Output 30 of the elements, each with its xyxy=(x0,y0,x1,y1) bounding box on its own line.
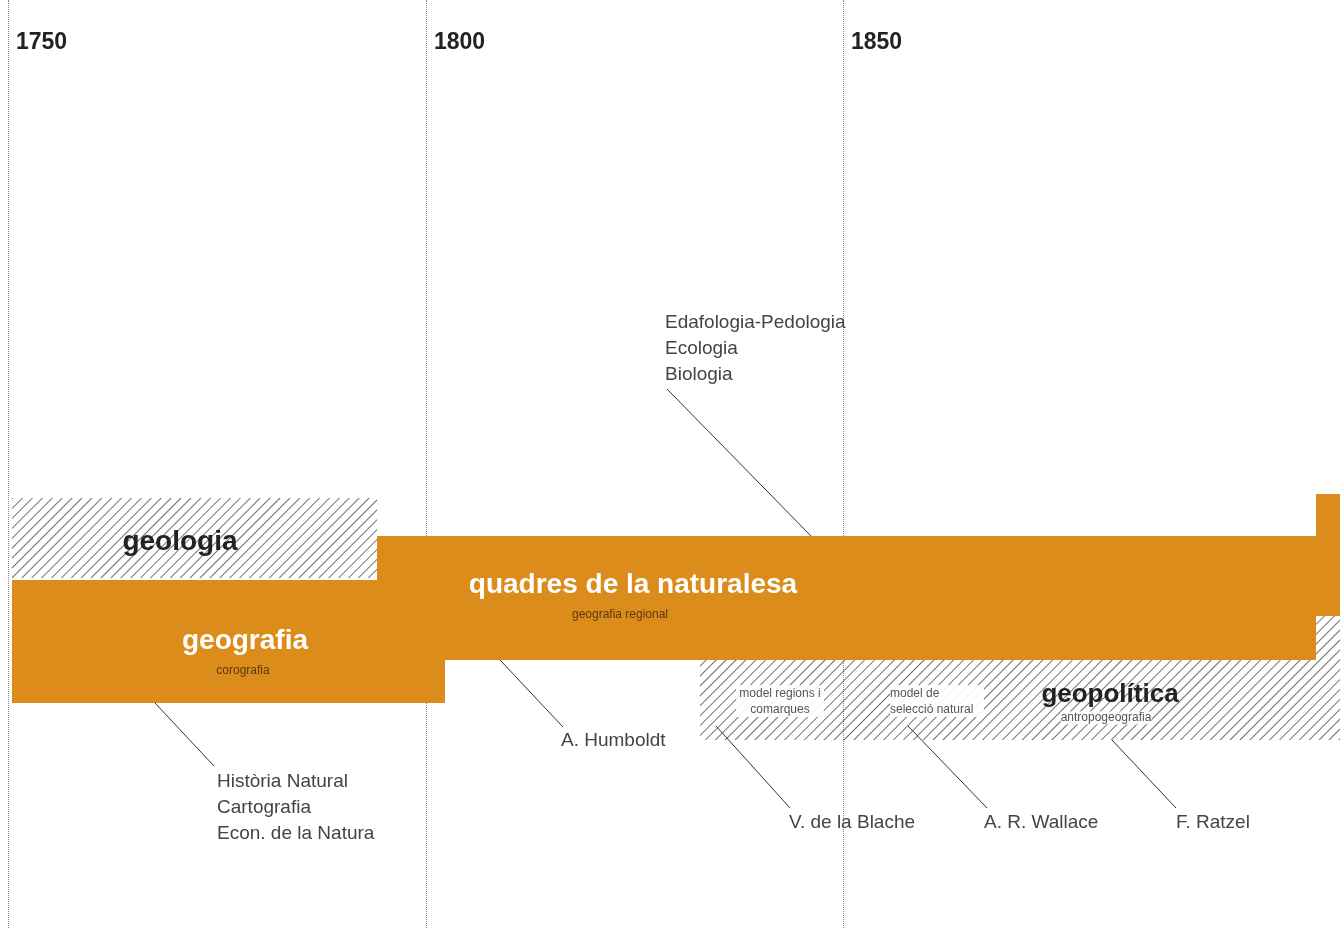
year-label: 1750 xyxy=(16,28,68,55)
person-label: A. Humboldt xyxy=(561,727,666,753)
band-note: model regions i comarques xyxy=(736,685,824,717)
topic-label: Edafologia-Pedologia xyxy=(665,310,846,334)
leader-line xyxy=(907,725,988,809)
leader-line xyxy=(154,702,215,767)
person-label: V. de la Blache xyxy=(789,809,916,835)
leader-line xyxy=(666,388,812,537)
band-note: model de selecció natural xyxy=(890,685,984,717)
band-subtitle: antropogeografia xyxy=(1060,711,1152,725)
leader-line xyxy=(499,659,564,728)
year-label: 1800 xyxy=(434,28,486,55)
hatched-band xyxy=(12,498,377,578)
timeline-band xyxy=(377,494,1340,660)
topic-label: Biologia xyxy=(665,362,734,386)
topic-label: Història Natural xyxy=(217,769,349,793)
person-label: F. Ratzel xyxy=(1176,809,1250,835)
band-subtitle: corografia xyxy=(216,664,270,678)
topic-label: Cartografia xyxy=(217,795,312,819)
topic-label: Econ. de la Natura xyxy=(217,821,375,845)
hatched-band xyxy=(700,616,1340,740)
topic-label: Ecologia xyxy=(665,336,739,360)
leader-line xyxy=(715,725,791,809)
person-label: A. R. Wallace xyxy=(984,809,1099,835)
timeline-band xyxy=(12,580,445,703)
leader-line xyxy=(1111,739,1177,809)
band-title: quadres de la naturalesa xyxy=(468,568,798,600)
band-subtitle: geografia regional xyxy=(571,608,669,622)
band-title: geografia xyxy=(182,624,308,656)
year-label: 1850 xyxy=(851,28,903,55)
